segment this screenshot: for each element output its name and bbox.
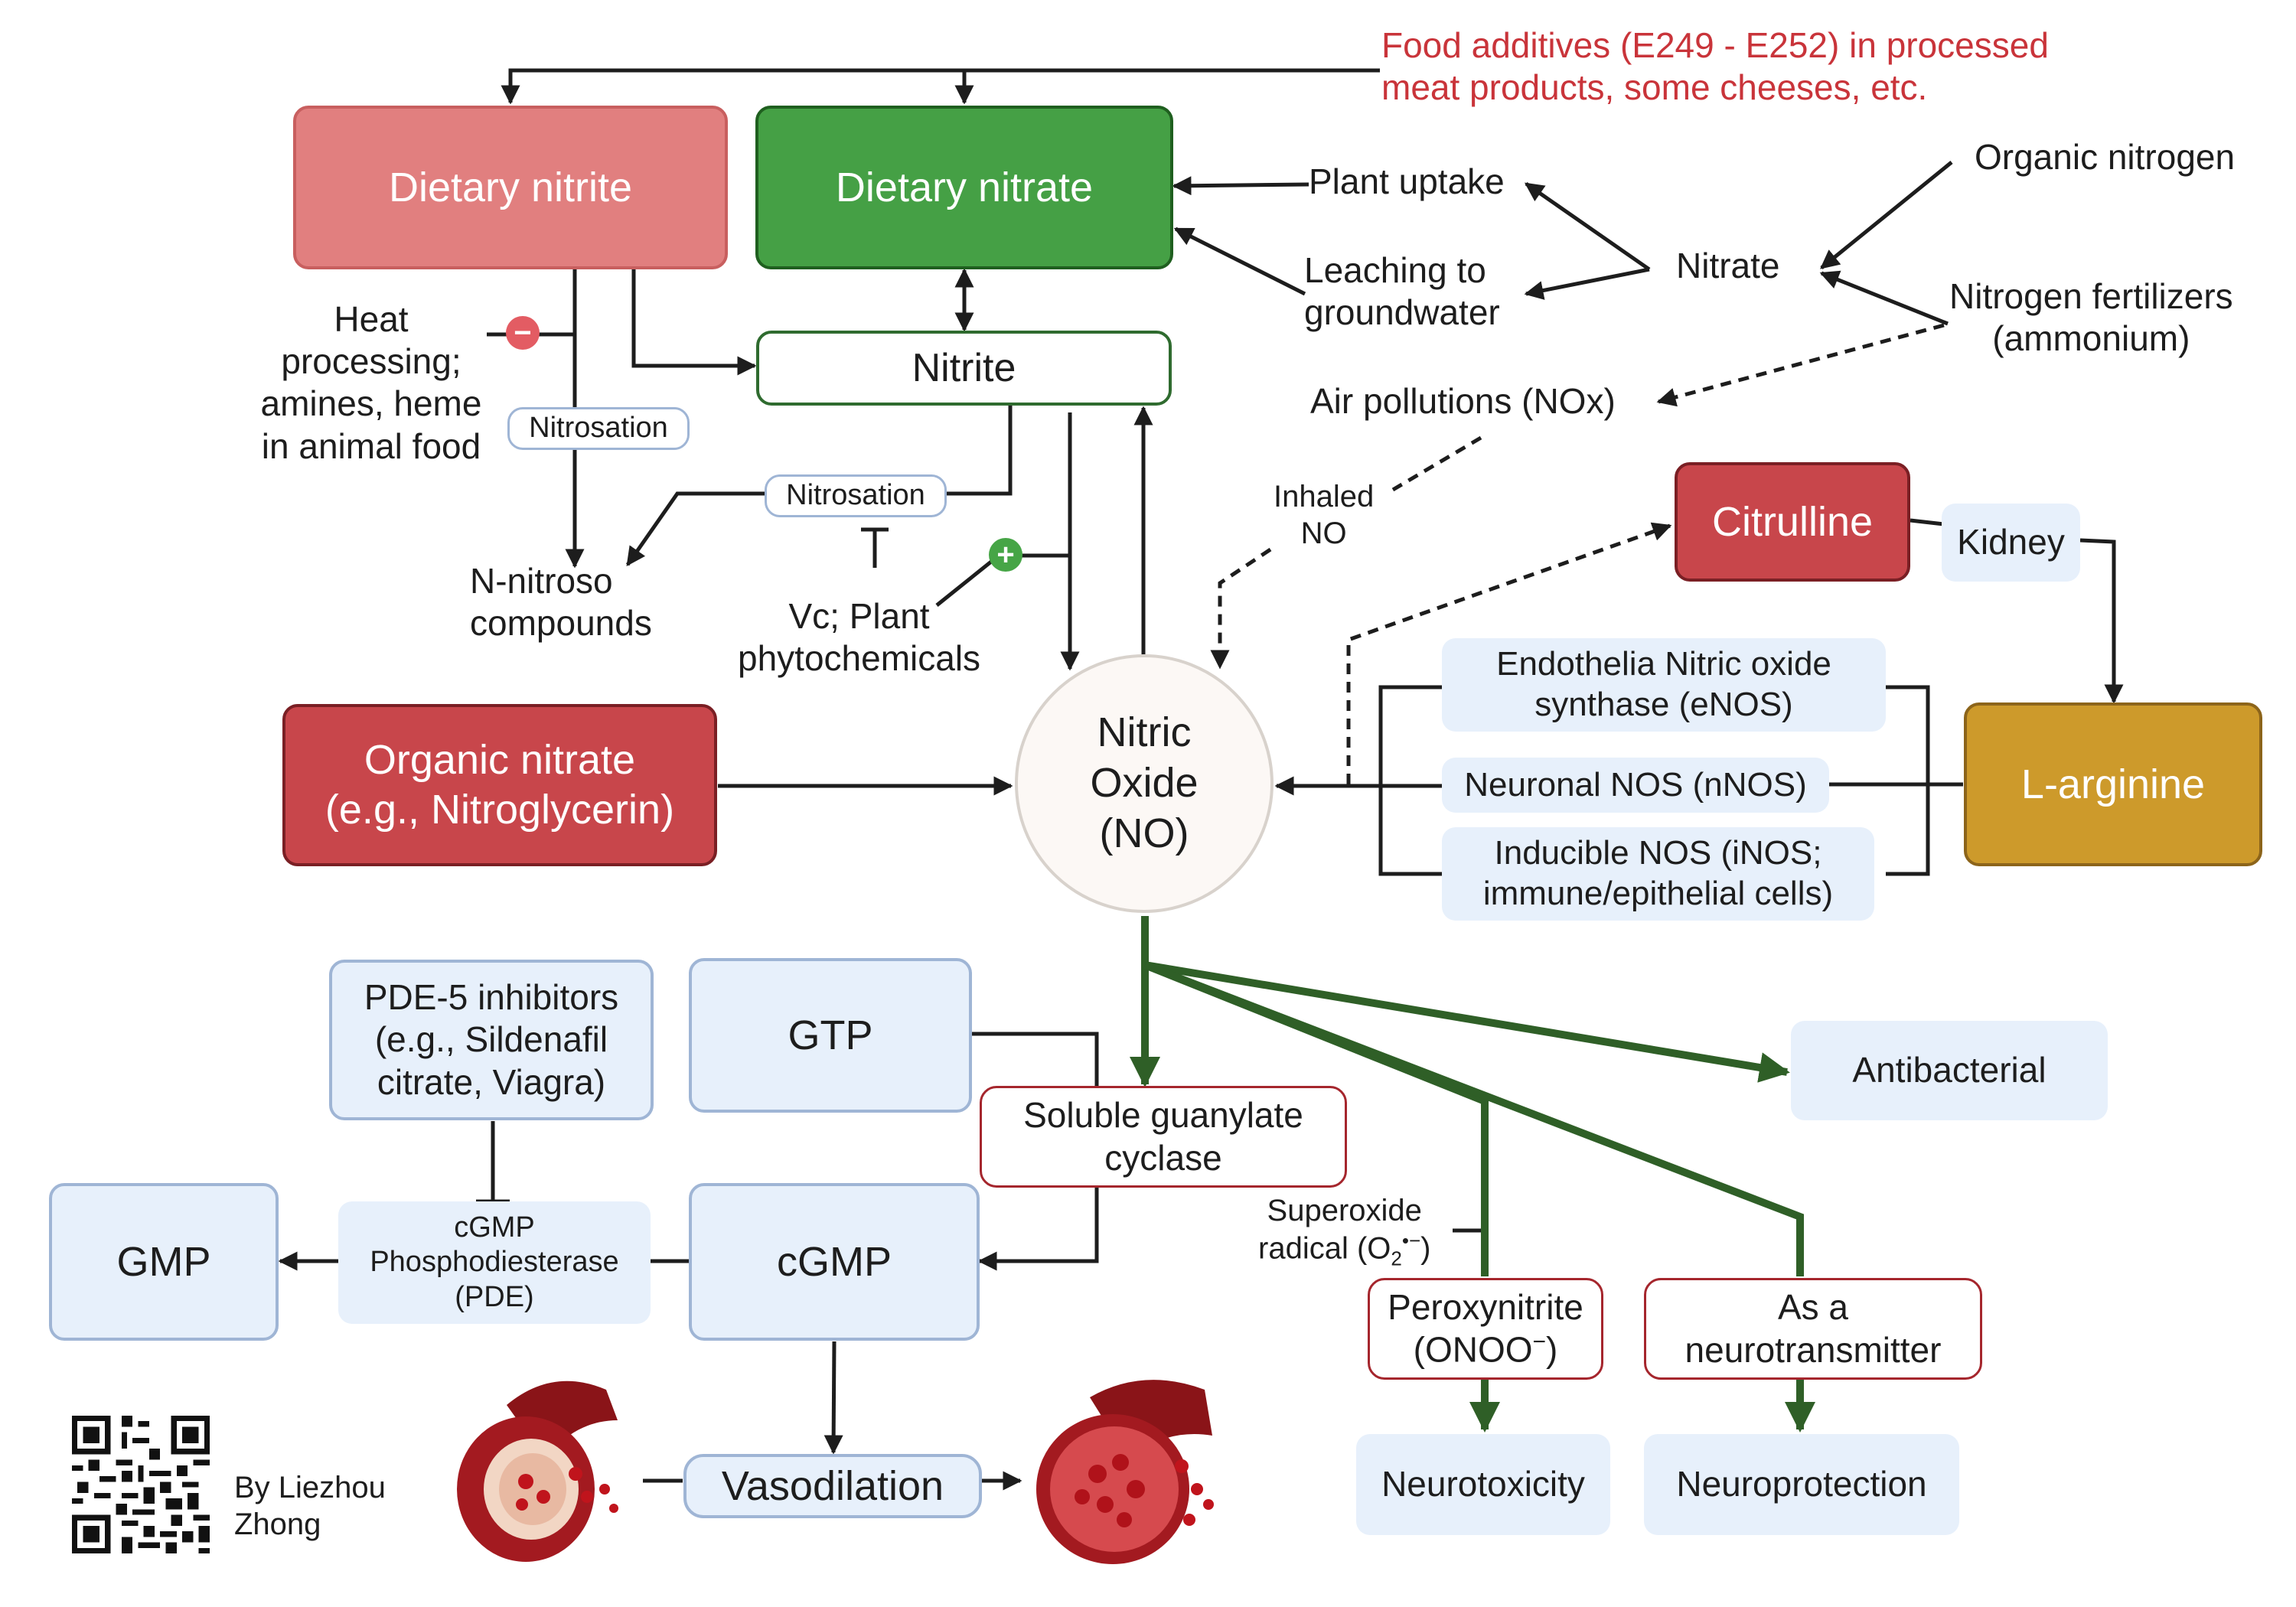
nitrosation-tag-dietary: Nitrosation xyxy=(507,407,690,450)
food-additives-label: Food additives (E249 - E252) in processe… xyxy=(1381,25,2049,108)
cgmp-box: cGMP xyxy=(689,1183,980,1341)
nos-bracket-left xyxy=(1378,685,1442,876)
dietary-nitrate-box: Dietary nitrate xyxy=(755,106,1173,269)
gtp-to-sgc-line xyxy=(972,1032,1099,1086)
dietary-nitrite-to-nitrite-arrow xyxy=(631,269,757,376)
nitrite-box: Nitrite xyxy=(756,331,1172,406)
qr-code-icon xyxy=(72,1416,210,1553)
no-to-citrulline-arrow xyxy=(1346,522,1672,784)
dietary-nitrite-box: Dietary nitrite xyxy=(293,106,728,269)
dilated-vessel-image xyxy=(1036,1380,1214,1564)
cgmp-to-vasodilation-arrow xyxy=(823,1341,843,1455)
air-pollutions-label: Air pollutions (NOx) xyxy=(1310,381,1616,421)
neurotoxicity-box: Neurotoxicity xyxy=(1356,1434,1610,1535)
pde5-inhibition-line xyxy=(476,1121,510,1204)
no-to-neurotransmitter-branch xyxy=(1143,961,1804,1276)
organic-nitrate-box: Organic nitrate(e.g., Nitroglycerin) xyxy=(282,704,717,866)
fertilizers-to-nitrate-arrow xyxy=(1819,270,1949,326)
gtp-box: GTP xyxy=(689,958,972,1113)
constricted-vessel-image xyxy=(457,1380,618,1562)
citrulline-to-kidney-line xyxy=(1910,518,1945,526)
gmp-box: GMP xyxy=(49,1183,279,1341)
plant-uptake-to-nitrate-arrow xyxy=(1172,176,1309,196)
antibacterial-box: Antibacterial xyxy=(1791,1021,2108,1120)
vasodilation-tag: Vasodilation xyxy=(683,1454,982,1518)
nitrate-to-leaching-arrow xyxy=(1524,267,1650,300)
nitrogen-fertilizers-label: Nitrogen fertilizers(ammonium) xyxy=(1949,276,2233,359)
organic-nitrogen-label: Organic nitrogen xyxy=(1975,137,2236,177)
nitrate-label: Nitrate xyxy=(1676,246,1780,285)
kidney-tag: Kidney xyxy=(1942,504,2080,582)
fertilizers-to-air-pollution-arrow xyxy=(1656,323,1945,407)
nitrosation-tag-nitrite: Nitrosation xyxy=(765,474,947,517)
kidney-to-l-arginine-arrow xyxy=(2079,538,2124,704)
stimulate-badge-icon: + xyxy=(989,538,1022,572)
superoxide-radical-label: Superoxide radical (O2•−) xyxy=(1258,1194,1431,1270)
inos-tag: Inducible NOS (iNOS;immune/epithelial ce… xyxy=(1442,827,1874,921)
nitrate-to-plant-uptake-arrow xyxy=(1524,181,1651,272)
l-arginine-box: L-arginine xyxy=(1964,702,2262,866)
plant-uptake-label: Plant uptake xyxy=(1309,161,1505,201)
organic-nitrogen-to-nitrate-arrow xyxy=(1820,161,1953,269)
citrulline-box: Citrulline xyxy=(1675,462,1910,582)
nitrite-label: Nitrite xyxy=(912,345,1016,390)
superoxide-inhibition-line xyxy=(1453,1215,1487,1246)
sgc-to-cgmp-arrow xyxy=(977,1188,1099,1271)
no-to-antibacterial-arrow xyxy=(1144,961,1790,1083)
vc-inhibition-line xyxy=(861,527,889,568)
dietary-nitrite-label: Dietary nitrite xyxy=(388,164,633,210)
neuroprotection-box: Neuroprotection xyxy=(1644,1434,1959,1535)
nos-bracket-right xyxy=(1886,685,1930,876)
air-pollution-to-inhaled-no-line xyxy=(1391,435,1482,492)
nnos-tag: Neuronal NOS (nNOS) xyxy=(1442,758,1829,813)
inhibit-badge-icon: − xyxy=(506,316,540,350)
dietary-nitrate-label: Dietary nitrate xyxy=(835,164,1094,210)
inhaled-no-to-no-arrow xyxy=(1210,547,1272,670)
leaching-to-nitrate-arrow xyxy=(1173,227,1306,296)
food-additives-connector xyxy=(501,68,1380,105)
peroxynitrite-box: Peroxynitrite(ONOO−) xyxy=(1368,1278,1603,1380)
